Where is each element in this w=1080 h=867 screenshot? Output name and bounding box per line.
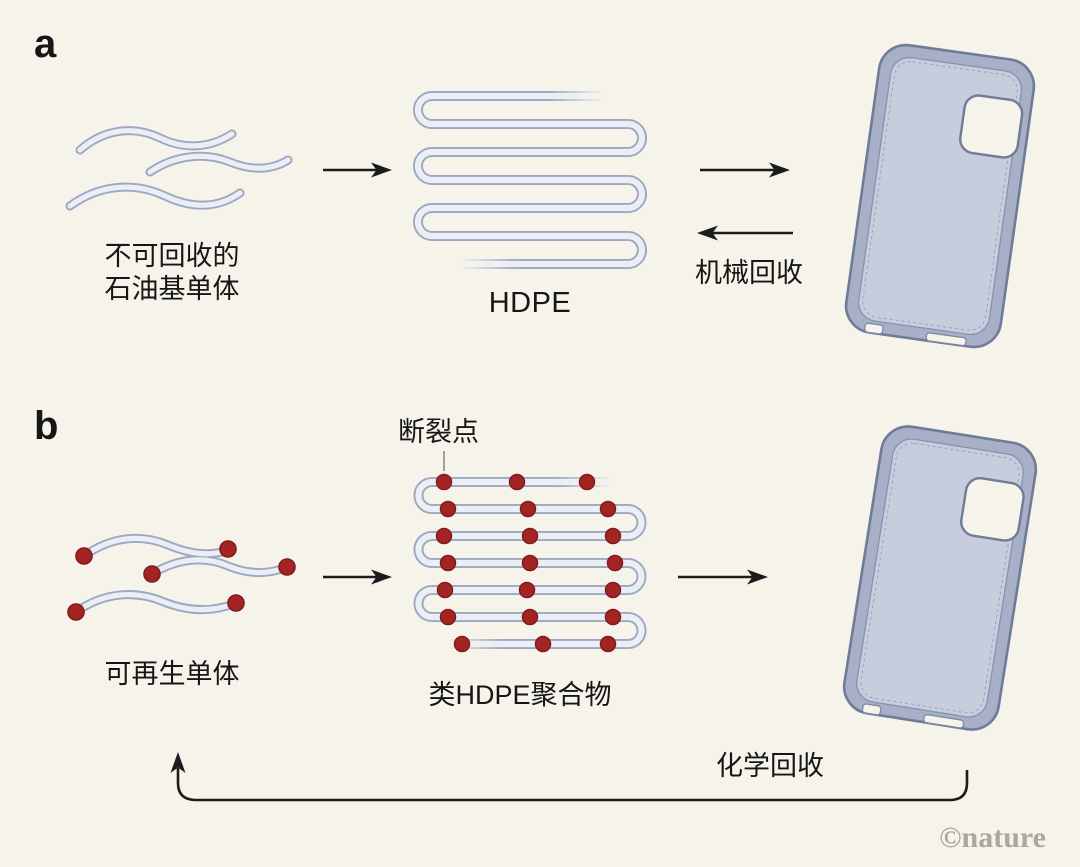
arrow-right-b2-icon (678, 569, 768, 585)
arrow-right-a2-icon (700, 162, 790, 178)
panel-a-label: a (34, 22, 58, 66)
nature-watermark: ©nature (939, 821, 1046, 854)
breakpoint-label: 断裂点 (398, 417, 479, 447)
renewable-monomers-caption: 可再生单体 (104, 659, 240, 689)
petroleum-monomers-icon (65, 126, 293, 211)
petroleum-monomers-caption-line2: 石油基单体 (104, 274, 240, 304)
panel-b-label: b (34, 404, 60, 448)
arrow-right-a1-icon (323, 162, 392, 178)
arrow-right-b1-icon (323, 569, 392, 585)
breakpoint-dots (435, 473, 624, 653)
renewable-monomers-icon (67, 533, 296, 621)
hdpe-like-polymer-label: 类HDPE聚合物 (428, 680, 612, 710)
phone-case-a-icon (841, 40, 1039, 352)
petroleum-monomers-caption: 不可回收的 石油基单体 (72, 240, 272, 306)
arrow-left-a3-icon (697, 225, 793, 241)
petroleum-monomers-caption-line1: 不可回收的 (104, 241, 240, 271)
phone-case-b-icon (838, 421, 1042, 735)
hdpe-like-polymer-icon (413, 470, 647, 656)
chemical-recycling-return-arrow-icon (170, 752, 969, 802)
chemical-recycling-label: 化学回收 (716, 751, 824, 781)
hdpe-polymer-icon (413, 84, 647, 276)
hdpe-label: HDPE (488, 287, 572, 319)
mechanical-recycling-label: 机械回收 (695, 258, 803, 288)
